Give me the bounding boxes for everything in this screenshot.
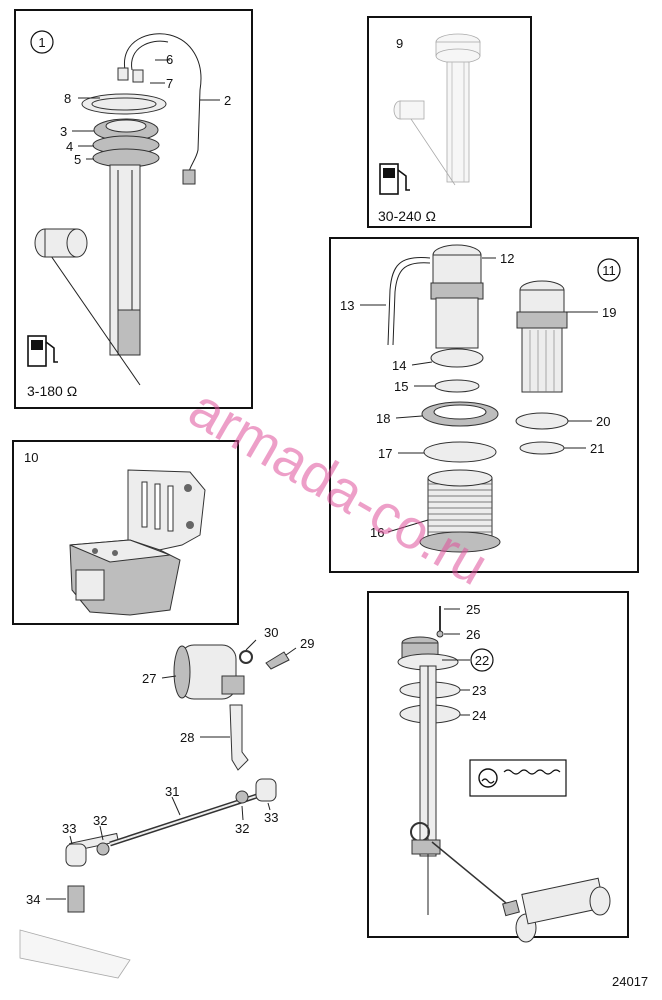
group-9-frame (367, 16, 532, 228)
callout-32-left: 32 (93, 813, 107, 828)
callout-33-right: 33 (264, 810, 278, 825)
callout-32-right: 32 (235, 821, 249, 836)
group-1-resistance: 3-180 Ω (27, 383, 77, 399)
sender-bracket-drawing (69, 469, 206, 616)
callout-8: 8 (64, 91, 71, 106)
sender-22-drawing (397, 606, 611, 943)
callout-14: 14 (392, 358, 406, 373)
group-1-panel: 1 8 6 7 2 (14, 9, 253, 409)
group-11-panel: 11 (329, 237, 639, 573)
callout-27: 27 (142, 671, 156, 686)
callout-29: 29 (300, 636, 314, 651)
callout-13: 13 (340, 298, 354, 313)
callout-12: 12 (500, 251, 514, 266)
group-11-number: 11 (602, 263, 616, 278)
group-9-panel: 9 30-240 Ω (367, 16, 532, 228)
group-22-panel: 25 26 22 23 24 (367, 591, 629, 943)
group-10-panel: 10 (12, 440, 239, 625)
callout-26: 26 (466, 627, 480, 642)
group-1-frame (14, 9, 253, 409)
callout-21: 21 (590, 441, 604, 456)
sender-30-240-drawing (393, 33, 481, 186)
level-sender-drawing (34, 33, 202, 386)
callout-19: 19 (602, 305, 616, 320)
callout-30: 30 (264, 625, 278, 640)
loose-parts-drawing (19, 644, 290, 979)
tank-level-icon (469, 759, 567, 797)
group-10-frame (12, 440, 239, 625)
group-11-frame (329, 237, 639, 573)
group-22-frame (367, 591, 629, 938)
callout-34: 34 (26, 892, 40, 907)
callout-16: 16 (370, 525, 384, 540)
callout-6: 6 (166, 52, 173, 67)
group-10-number: 10 (24, 450, 38, 465)
callout-25: 25 (466, 602, 480, 617)
callout-33-left: 33 (62, 821, 76, 836)
reference-number: 24017 (612, 974, 648, 989)
fuel-pump-icon (27, 335, 58, 367)
callout-15: 15 (394, 379, 408, 394)
callout-23: 23 (472, 683, 486, 698)
group-22-number: 22 (475, 653, 489, 668)
fuel-pump-icon (379, 163, 410, 195)
callout-24: 24 (472, 708, 486, 723)
callout-20: 20 (596, 414, 610, 429)
group-11-circle (597, 258, 621, 282)
callout-18: 18 (376, 411, 390, 426)
pickup-assembly-drawing (387, 244, 569, 553)
callout-7: 7 (166, 76, 173, 91)
callout-17: 17 (378, 446, 392, 461)
group-1-circle (30, 30, 54, 54)
callout-5: 5 (74, 152, 81, 167)
callout-31: 31 (165, 784, 179, 799)
group-9-number: 9 (396, 36, 403, 51)
callout-28: 28 (180, 730, 194, 745)
callout-2: 2 (224, 93, 231, 108)
group-9-resistance: 30-240 Ω (378, 208, 436, 224)
callout-4: 4 (66, 139, 73, 154)
group-1-number: 1 (38, 35, 45, 50)
callout-3: 3 (60, 124, 67, 139)
group-22-circle (470, 648, 494, 672)
